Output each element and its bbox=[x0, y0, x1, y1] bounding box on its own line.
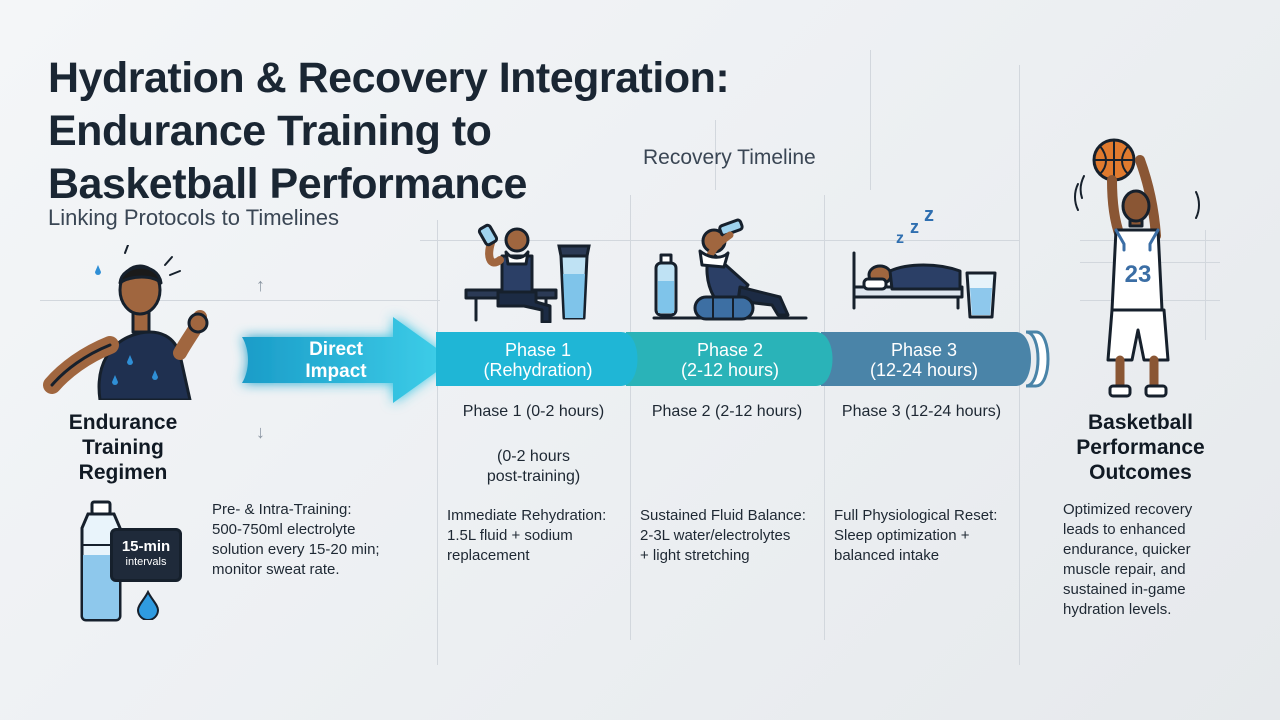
protocol-line: 500-750ml electrolyte bbox=[212, 521, 356, 538]
outcome-line: hydration levels. bbox=[1063, 601, 1172, 618]
shaker-bottle-icon bbox=[553, 240, 595, 322]
outcome-line: muscle repair, and bbox=[1063, 561, 1186, 578]
pre-training-protocol: Pre- & Intra-Training: 500-750ml electro… bbox=[212, 500, 422, 580]
basketball-player-icon: 23 bbox=[1068, 132, 1208, 400]
page-title: Hydration & Recovery Integration: Endura… bbox=[48, 52, 868, 211]
interval-badge: 15-min intervals bbox=[110, 528, 182, 582]
phase-timeline: Phase 1 (Rehydration) Phase 2 (2-12 hour… bbox=[436, 330, 1056, 388]
grid-line bbox=[1205, 230, 1206, 340]
runner-icon bbox=[40, 245, 220, 400]
timeline-title: Recovery Timeline bbox=[643, 146, 816, 169]
protocol-line: Sleep optimization + bbox=[834, 527, 970, 544]
water-glass-icon bbox=[964, 270, 998, 320]
phase-2-protocol: Sustained Fluid Balance: 2-3L water/elec… bbox=[640, 506, 824, 566]
phase-1-chevron bbox=[436, 332, 638, 386]
phase-1-protocol: Immediate Rehydration: 1.5L fluid + sodi… bbox=[447, 506, 627, 566]
protocol-line: replacement bbox=[447, 547, 530, 564]
grid-line bbox=[40, 300, 440, 301]
svg-text:z: z bbox=[924, 205, 934, 226]
phase-1-arrow-title: Phase 1 bbox=[505, 340, 571, 360]
heading-line: Basketball bbox=[1087, 411, 1194, 434]
protocol-line: balanced intake bbox=[834, 547, 940, 564]
phase-1-note: (0-2 hours post-training) bbox=[437, 447, 630, 487]
protocol-line: solution every 15-20 min; bbox=[212, 541, 380, 558]
title-line: Basketball Performance bbox=[48, 160, 527, 208]
protocol-line: Pre- & Intra-Training: bbox=[212, 501, 352, 518]
heading-line: Endurance bbox=[68, 411, 178, 434]
protocol-line: + light stretching bbox=[640, 547, 750, 564]
basketball-icon bbox=[1092, 138, 1136, 182]
outcome-line: endurance, quicker bbox=[1063, 541, 1191, 558]
impact-line: Impact bbox=[305, 361, 367, 382]
arrow-up-icon: ↑ bbox=[256, 275, 265, 295]
jersey-number: 23 bbox=[1125, 261, 1152, 288]
drinking-athlete-icon bbox=[462, 218, 562, 323]
direct-impact-arrow: Direct Impact bbox=[228, 305, 468, 415]
note-line: post-training) bbox=[486, 468, 581, 485]
outcome-line: Optimized recovery bbox=[1063, 501, 1193, 518]
stretching-athlete-icon bbox=[650, 215, 810, 323]
grid-line bbox=[437, 220, 438, 665]
svg-text:z: z bbox=[896, 230, 904, 247]
heading-line: Training bbox=[82, 436, 164, 459]
grid-line bbox=[715, 120, 716, 190]
phase-1-arrow-subtitle: (Rehydration) bbox=[483, 360, 592, 380]
page-subtitle: Linking Protocols to Timelines bbox=[48, 205, 340, 230]
heading-line: Regimen bbox=[78, 461, 168, 484]
title-line: Endurance Training to bbox=[48, 107, 492, 155]
impact-line: Direct bbox=[309, 339, 364, 360]
phase-2-chevron bbox=[626, 332, 833, 386]
heading-line: Outcomes bbox=[1089, 461, 1192, 484]
title-line: Hydration & Recovery Integration: bbox=[48, 54, 730, 102]
protocol-title: Full Physiological Reset: bbox=[834, 507, 998, 524]
water-drop-icon bbox=[136, 590, 160, 620]
protocol-title: Sustained Fluid Balance: bbox=[640, 507, 806, 524]
arrow-down-icon: ↓ bbox=[256, 422, 265, 442]
protocol-title: Immediate Rehydration: bbox=[447, 507, 607, 524]
outcome-line: leads to enhanced bbox=[1063, 521, 1186, 538]
phase-3-label: Phase 3 (12-24 hours) bbox=[841, 403, 1002, 420]
badge-line: 15-min bbox=[121, 538, 171, 555]
phase-3-tail bbox=[1025, 330, 1050, 388]
grid-line bbox=[630, 195, 631, 640]
badge-line: intervals bbox=[125, 556, 167, 568]
phase-3-protocol: Full Physiological Reset: Sleep optimiza… bbox=[834, 506, 1018, 566]
phase-2-label: Phase 2 (2-12 hours) bbox=[651, 403, 803, 420]
grid-line bbox=[824, 195, 825, 640]
outcome-line: sustained in-game bbox=[1063, 581, 1186, 598]
phase-3-chevron bbox=[821, 332, 1031, 386]
phase-1-label: Phase 1 (0-2 hours) bbox=[462, 403, 605, 420]
heading-line: Performance bbox=[1076, 436, 1205, 459]
phase-2-arrow-subtitle: (2-12 hours) bbox=[681, 360, 779, 380]
sleeping-person-icon: z z z bbox=[848, 205, 968, 310]
outcomes-text: Optimized recovery leads to enhanced end… bbox=[1063, 500, 1233, 620]
note-line: (0-2 hours bbox=[497, 448, 570, 465]
impact-arrow-shape bbox=[242, 317, 453, 403]
phase-2-arrow-title: Phase 2 bbox=[697, 340, 763, 360]
endurance-heading: Endurance Training Regimen bbox=[40, 410, 206, 485]
phase-3-arrow-subtitle: (12-24 hours) bbox=[870, 360, 978, 380]
foam-roller-icon bbox=[693, 295, 755, 321]
protocol-line: 2-3L water/electrolytes bbox=[640, 527, 791, 544]
svg-text:z: z bbox=[910, 217, 919, 237]
outcomes-heading: Basketball Performance Outcomes bbox=[1058, 410, 1223, 485]
protocol-line: 1.5L fluid + sodium bbox=[447, 527, 573, 544]
protocol-line: monitor sweat rate. bbox=[212, 561, 340, 578]
phase-3-arrow-title: Phase 3 bbox=[891, 340, 957, 360]
grid-line bbox=[870, 50, 871, 190]
